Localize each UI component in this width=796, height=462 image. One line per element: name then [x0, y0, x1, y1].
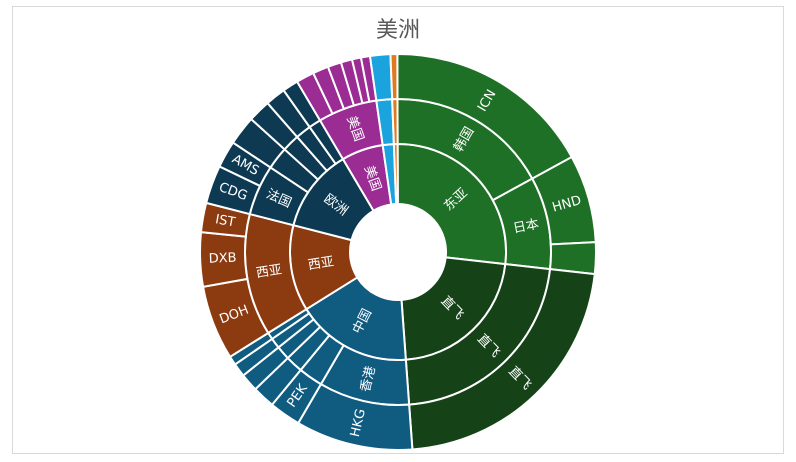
ring2-label: 日本: [512, 217, 540, 237]
ring3-segment[interactable]: [389, 52, 399, 101]
ring2-label: 香港: [358, 365, 378, 394]
ring3-label: HKG: [348, 407, 369, 438]
ring2-label: 西亚: [255, 263, 283, 282]
ring2-segment[interactable]: [391, 97, 399, 146]
chart-title: 美洲: [375, 18, 420, 43]
ring1-label: 西亚: [307, 255, 335, 274]
ring3-label: DXB: [208, 251, 236, 267]
ring3-label: IST: [214, 212, 236, 230]
